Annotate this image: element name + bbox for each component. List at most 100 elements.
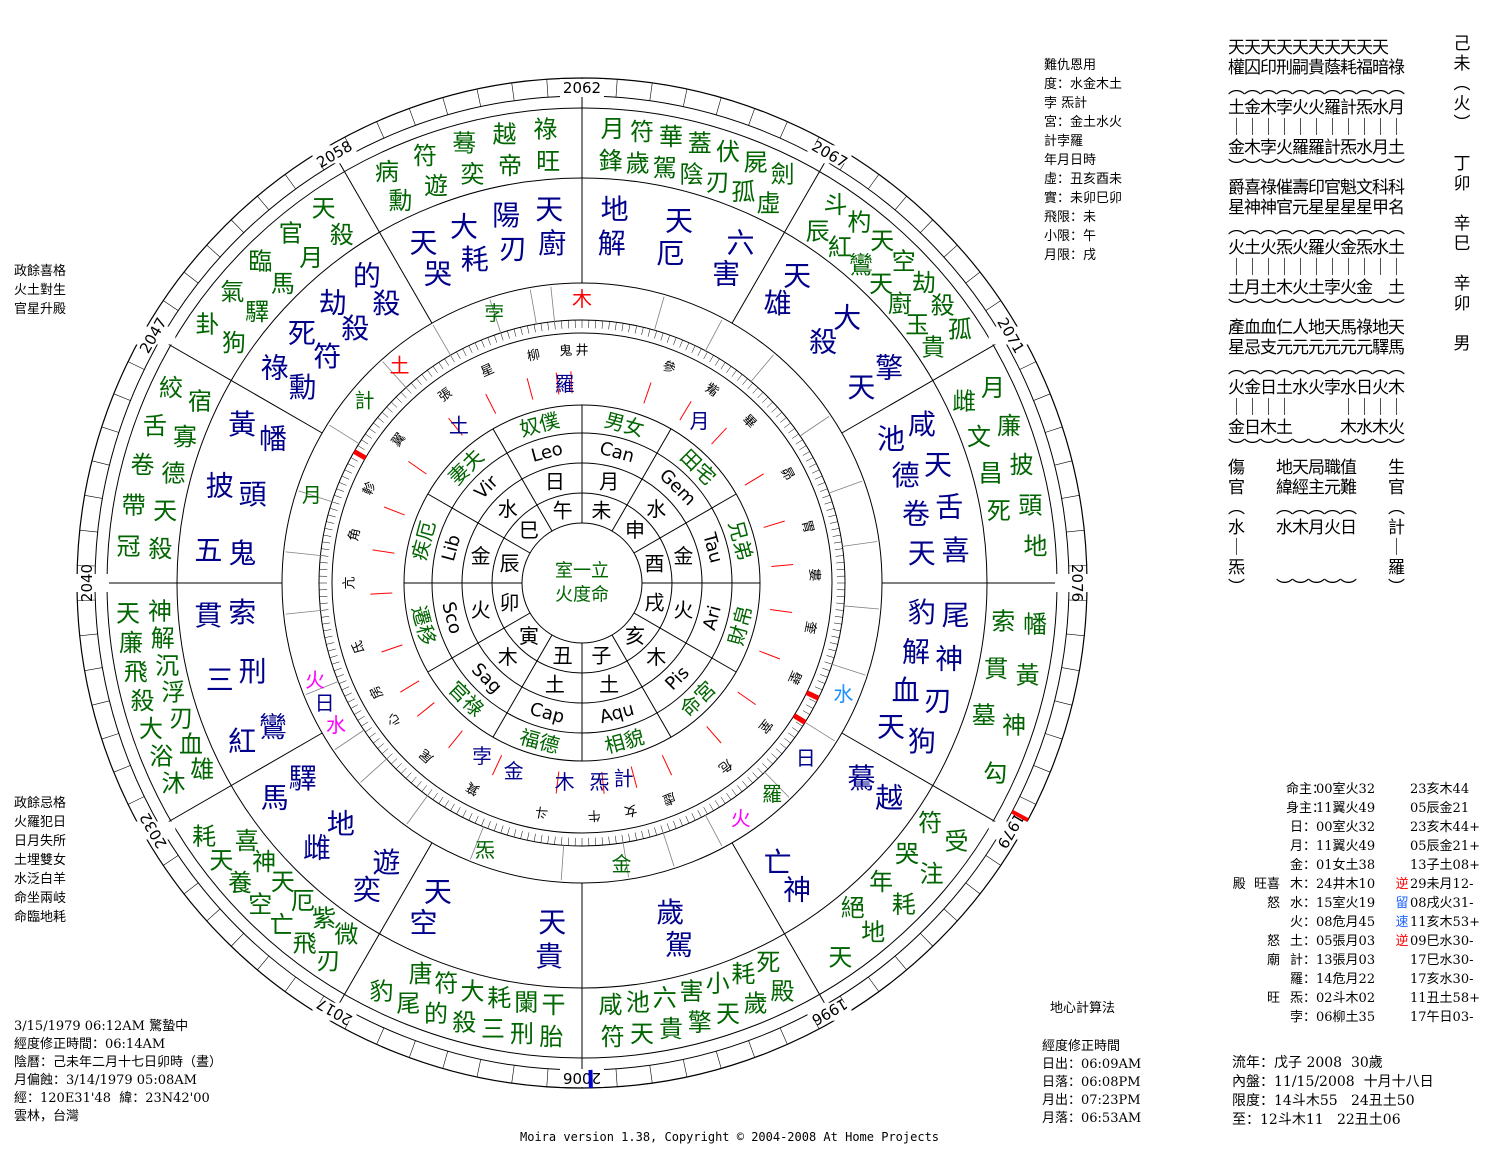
house-star-char: 浮 bbox=[161, 678, 185, 706]
fine-tick bbox=[381, 748, 389, 754]
degree-tick bbox=[101, 733, 119, 740]
position-flag bbox=[1394, 951, 1410, 970]
house-inner-star-char: 奕 bbox=[353, 874, 381, 907]
mansion-mark bbox=[744, 473, 764, 486]
house-divider bbox=[329, 842, 433, 1021]
house-star-char: 月 bbox=[299, 244, 323, 272]
house-star-char: 雌 bbox=[952, 388, 976, 416]
note-line: 火羅犯日 bbox=[14, 815, 67, 830]
house-star-char: 天 bbox=[209, 846, 233, 874]
year-label-bg bbox=[1055, 574, 1099, 592]
position-label: 孛： bbox=[1289, 1010, 1316, 1025]
mansion-mark bbox=[416, 702, 435, 717]
degree-tick bbox=[715, 1051, 722, 1069]
degree-tick bbox=[682, 88, 688, 107]
year-column-cell: ︵ bbox=[1453, 74, 1471, 94]
fine-tick bbox=[400, 392, 407, 399]
house-star-char: 天 bbox=[870, 227, 894, 255]
house-star-char: 廉 bbox=[119, 629, 143, 657]
fine-tick bbox=[795, 721, 803, 727]
degree-tick bbox=[511, 82, 515, 101]
house-star-char: 絞 bbox=[159, 374, 183, 402]
stars-row: 傷 地天局職值 生 bbox=[1228, 458, 1405, 478]
house-inner-star-char: 勳 bbox=[289, 371, 317, 404]
position-p2: 11丑土58+ bbox=[1410, 991, 1480, 1006]
fine-tick bbox=[831, 528, 840, 531]
house-star-char: 鸞 bbox=[849, 251, 873, 279]
planet-glyph: 孛 bbox=[484, 301, 504, 325]
fine-tick bbox=[493, 335, 498, 343]
house-star-char: 三 bbox=[481, 1015, 505, 1043]
fine-tick bbox=[780, 743, 787, 749]
house-star-char: 絕 bbox=[841, 894, 865, 922]
mansion-line bbox=[704, 814, 723, 847]
fine-tick bbox=[416, 781, 422, 788]
degree-tick bbox=[1061, 667, 1080, 671]
mansion-mark bbox=[661, 754, 673, 776]
top-info-line: 飛限：未 bbox=[1044, 210, 1097, 225]
fine-tick bbox=[350, 457, 359, 462]
house-inner-star-char: 天 bbox=[410, 227, 438, 260]
house-star-char: 雄 bbox=[190, 755, 214, 783]
house-inner-star-char: 地 bbox=[327, 808, 355, 841]
fine-tick bbox=[621, 323, 624, 332]
fine-tick bbox=[792, 727, 799, 733]
stars-row: ︵︵︵︵︵︵︵︵︵︵︵ bbox=[1228, 358, 1405, 378]
house-star-char: 華 bbox=[659, 123, 683, 151]
house-star-char: 卷 bbox=[131, 451, 155, 479]
house-inner-star-char: 尾 bbox=[942, 599, 970, 632]
house-star-char: 死 bbox=[756, 949, 780, 977]
fine-tick bbox=[329, 655, 338, 658]
house-inner-star-char: 天 bbox=[847, 371, 875, 404]
degree-tick bbox=[408, 1040, 416, 1058]
degree-tick bbox=[894, 195, 907, 211]
degree-tick bbox=[183, 882, 199, 895]
sign-ruler-label: 木 bbox=[498, 645, 518, 669]
house-star-char: 咸 bbox=[598, 991, 622, 1019]
fine-tick bbox=[835, 555, 844, 557]
mansion-line bbox=[662, 832, 675, 867]
degree-tick bbox=[985, 300, 1001, 311]
degree-tick bbox=[1061, 495, 1080, 499]
house-inner-star-char: 越 bbox=[875, 782, 903, 815]
house-star-char: 厄 bbox=[291, 887, 315, 915]
position-digs: 怒 bbox=[1266, 896, 1280, 911]
flow-year-line: 流年：戊子 2008 30歲 bbox=[1232, 1055, 1383, 1071]
year-label-bg bbox=[807, 145, 852, 164]
position-flag: 速 bbox=[1395, 915, 1409, 930]
fine-tick bbox=[373, 738, 380, 744]
fine-tick bbox=[766, 401, 773, 408]
degree-tick bbox=[284, 976, 296, 992]
fine-tick bbox=[540, 323, 543, 332]
house-inner-star-char: 亡 bbox=[764, 846, 792, 879]
house-star-char: 沉 bbox=[155, 652, 179, 680]
fine-tick bbox=[715, 800, 720, 808]
position-digs bbox=[1160, 818, 1286, 837]
position-flag bbox=[1394, 856, 1410, 875]
fine-tick bbox=[432, 366, 438, 373]
fine-tick bbox=[720, 362, 726, 370]
fine-tick bbox=[792, 433, 799, 439]
house-inner-star-char: 地 bbox=[601, 193, 629, 226]
fine-tick bbox=[341, 686, 350, 691]
stars-row: ︶︶︶︶︶︶︶︶︶︶︶ bbox=[1228, 298, 1405, 318]
house-inner-star-char: 紅 bbox=[228, 725, 256, 758]
fine-tick bbox=[405, 772, 412, 779]
fine-tick bbox=[731, 789, 737, 796]
house-inner-star-char: 大 bbox=[450, 211, 478, 244]
fine-tick bbox=[685, 815, 690, 824]
house-star-char: 遊 bbox=[424, 172, 448, 200]
mansion-mark bbox=[526, 378, 534, 400]
degree-tick bbox=[649, 82, 653, 101]
house-star-char: 玉 bbox=[905, 311, 929, 339]
house-inner-star-char: 三 bbox=[206, 664, 234, 697]
stars-row: ︶ ︶︶︶︶︶ ︶ bbox=[1228, 578, 1405, 598]
stars-row: ｜｜｜｜ ｜｜｜｜ bbox=[1228, 398, 1405, 418]
planet-glyph: 金 bbox=[612, 852, 632, 876]
fine-tick bbox=[533, 324, 536, 333]
mansion-line bbox=[828, 480, 863, 494]
house-inner-star-char: 天 bbox=[908, 537, 936, 570]
stars-row: ︶︶︶︶︶︶︶︶︶︶︶ bbox=[1228, 438, 1405, 458]
house-inner-star-char: 的 bbox=[353, 259, 381, 292]
